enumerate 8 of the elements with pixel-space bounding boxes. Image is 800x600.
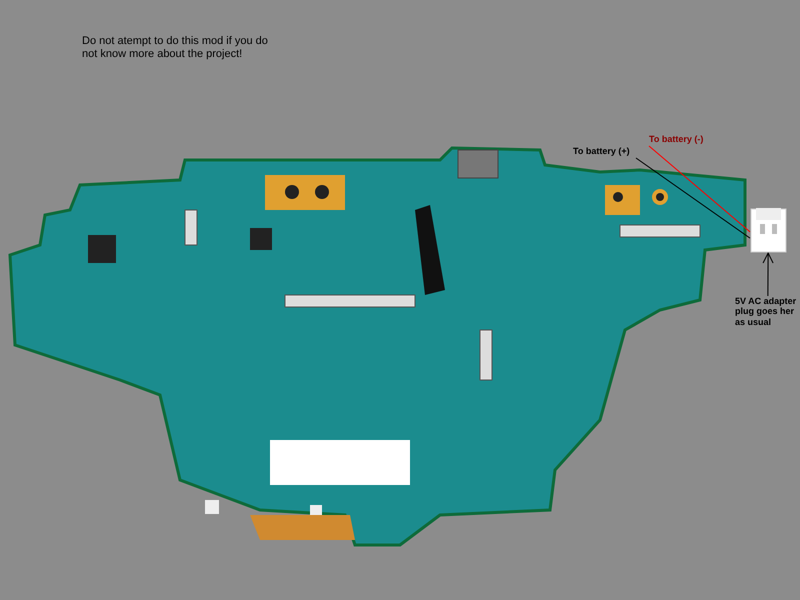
- leader-line: [648, 146, 750, 232]
- adapter-plug-drawing: [750, 208, 787, 253]
- arrow: [762, 252, 774, 296]
- leader-line: [636, 158, 750, 239]
- warning-note: Do not atempt to do this mod if you do not know more about the project!: [82, 35, 269, 60]
- annotation-text: 5V AC adapter plug goes her as usual: [735, 296, 797, 328]
- annotation-text: To battery (+): [573, 146, 631, 156]
- annotation-text: To battery (-): [649, 134, 704, 144]
